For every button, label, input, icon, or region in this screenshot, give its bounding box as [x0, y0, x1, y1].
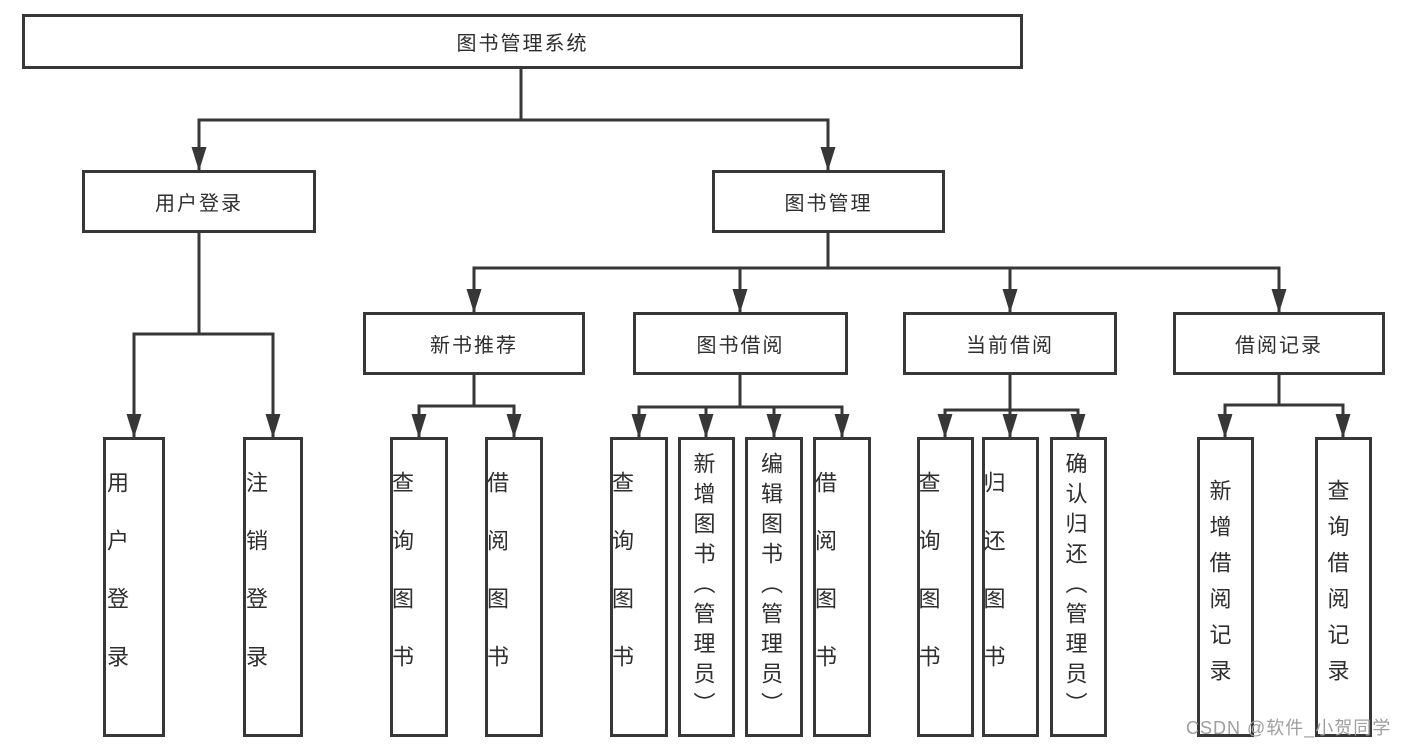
leaf-label: 确认归还（管理员）	[1062, 452, 1088, 722]
leaf-add-borrow-record: 新增借阅记录	[1197, 437, 1254, 737]
leaf-label: 归还图书	[980, 471, 1006, 703]
leaf-borrow-books: 借阅图书	[812, 437, 871, 737]
leaf-user-login: 用户登录	[103, 437, 165, 737]
node-label: 新书推荐	[430, 335, 518, 357]
node-label: 图书管理	[784, 193, 873, 215]
leaf-label: 编辑图书（管理员）	[758, 452, 783, 722]
csdn-watermark: CSDN @软件_小贺同学	[1186, 718, 1392, 738]
node-new-book-recommend: 新书推荐	[363, 312, 585, 375]
leaf-label: 查询图书	[609, 471, 634, 703]
leaf-label: 注销登录	[243, 471, 268, 703]
node-label: 图书管理系统	[456, 33, 589, 55]
node-label: 当前借阅	[966, 335, 1054, 357]
leaf-label: 借阅图书	[484, 471, 509, 703]
leaf-query-borrow-record: 查询借阅记录	[1315, 437, 1372, 737]
leaf-edit-books-admin: 编辑图书（管理员）	[745, 437, 803, 737]
leaf-borrow-books: 借阅图书	[484, 437, 543, 737]
node-root-system: 图书管理系统	[22, 14, 1023, 69]
leaf-label: 新增借阅记录	[1206, 479, 1232, 695]
node-current-borrow: 当前借阅	[903, 312, 1117, 375]
leaf-label: 用户登录	[104, 471, 129, 703]
leaf-confirm-return-admin: 确认归还（管理员）	[1050, 437, 1107, 737]
leaf-add-books-admin: 新增图书（管理员）	[678, 437, 735, 737]
node-book-borrow: 图书借阅	[633, 312, 848, 375]
node-label: 借阅记录	[1235, 335, 1323, 357]
node-user-login: 用户登录	[82, 170, 316, 233]
leaf-label: 查询图书	[915, 471, 941, 703]
node-label: 图书借阅	[696, 335, 785, 357]
leaf-logout: 注销登录	[243, 437, 303, 737]
connectors	[126, 66, 1351, 439]
node-label: 用户登录	[155, 193, 243, 215]
leaf-label: 借阅图书	[812, 471, 837, 703]
leaf-label: 新增图书（管理员）	[690, 452, 716, 722]
leaf-label: 查询借阅记录	[1324, 479, 1350, 695]
node-book-management: 图书管理	[712, 170, 945, 233]
leaf-query-books: 查询图书	[609, 437, 668, 737]
leaf-query-books: 查询图书	[389, 437, 448, 737]
leaf-query-books: 查询图书	[915, 437, 974, 737]
node-borrow-records: 借阅记录	[1173, 312, 1385, 375]
leaf-return-books: 归还图书	[980, 437, 1039, 737]
leaf-label: 查询图书	[389, 471, 414, 703]
